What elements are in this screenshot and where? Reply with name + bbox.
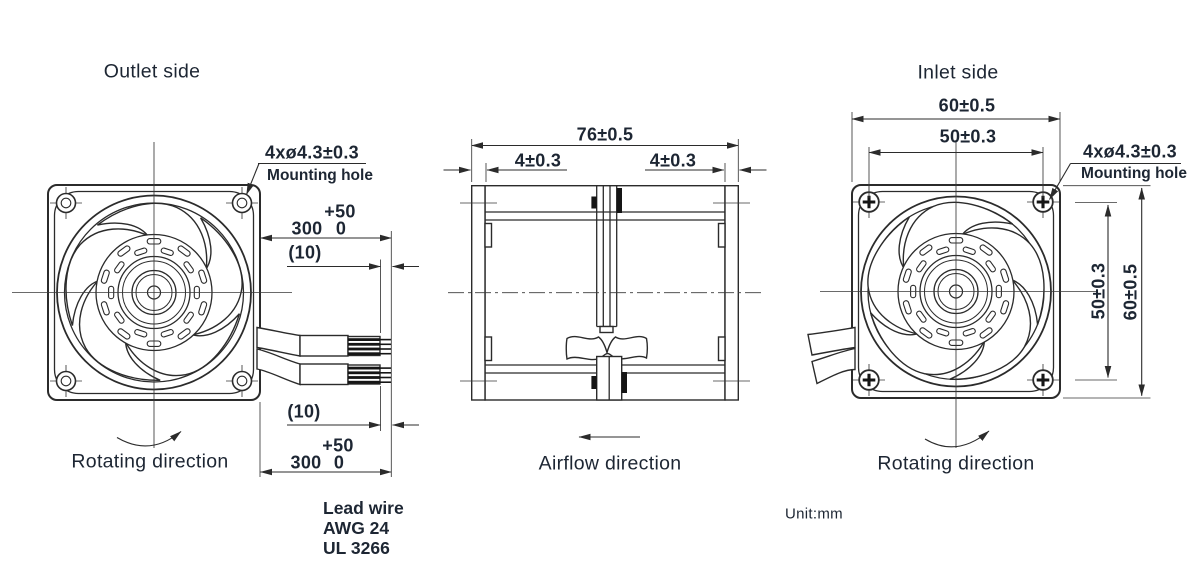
dim-lead-tol-zero-bottom: 0	[333, 452, 345, 472]
inlet-dimension-lines	[851, 112, 1181, 448]
outlet-view-linework	[12, 142, 392, 448]
rotating-direction-arrow	[924, 430, 990, 448]
dim-lead-tol-zero-top: 0	[335, 218, 347, 239]
mounting-hole-label-left: Mounting hole	[267, 166, 373, 184]
outlet-dimension-lines	[116, 162, 419, 477]
dim-lead-tol-plus-top: +50	[324, 201, 356, 222]
dim-frame-size-top: 60±0.5	[938, 95, 996, 116]
dim-lead-length-bottom: 300	[290, 452, 322, 472]
inlet-view-title: Inlet side	[917, 61, 999, 84]
lead-wire-note: Lead wire AWG 24 UL 3266	[323, 498, 404, 558]
outlet-view-title: Outlet side	[103, 60, 201, 83]
lead-wire-note-line3: UL 3266	[323, 538, 390, 558]
rotating-direction-arrow	[116, 431, 182, 447]
dim-lead-length-top: 300	[291, 218, 323, 238]
mounting-hole-spec-right: 4xø4.3±0.3	[1083, 141, 1177, 161]
dim-frame-size-side: 60±0.5	[1120, 263, 1141, 320]
lead-wire-note-line1: Lead wire	[323, 498, 404, 518]
side-view-linework	[448, 184, 765, 401]
dim-strip-top: (10)	[288, 242, 322, 262]
mounting-hole-spec-left: 4xø4.3±0.3	[265, 142, 359, 162]
dim-flange-left: 4±0.3	[514, 150, 562, 170]
airflow-direction-label: Airflow direction	[538, 452, 682, 474]
inlet-centerlines	[820, 140, 1096, 448]
dim-hole-pitch-top: 50±0.3	[939, 126, 997, 146]
mounting-hole-label-right: Mounting hole	[1081, 164, 1187, 182]
outlet-centerlines	[12, 142, 292, 448]
rotating-direction-label-inlet: Rotating direction	[877, 452, 1035, 474]
inlet-view-linework	[807, 140, 1096, 448]
unit-label: Unit:mm	[785, 505, 843, 523]
lead-wire-stubs	[807, 326, 856, 385]
dim-strip-bottom: (10)	[287, 401, 321, 421]
dim-lead-tol-plus-bottom: +50	[322, 435, 354, 456]
lead-wire-note-line2: AWG 24	[323, 518, 390, 538]
dim-flange-right: 4±0.3	[649, 150, 697, 170]
dim-hole-pitch-side: 50±0.3	[1088, 262, 1109, 320]
blade-cross-section	[565, 335, 648, 361]
dim-depth: 76±0.5	[576, 124, 634, 144]
lead-wires	[256, 326, 392, 386]
side-view-dimension-lines	[443, 139, 767, 441]
rotating-direction-label-outlet: Rotating direction	[71, 450, 229, 472]
